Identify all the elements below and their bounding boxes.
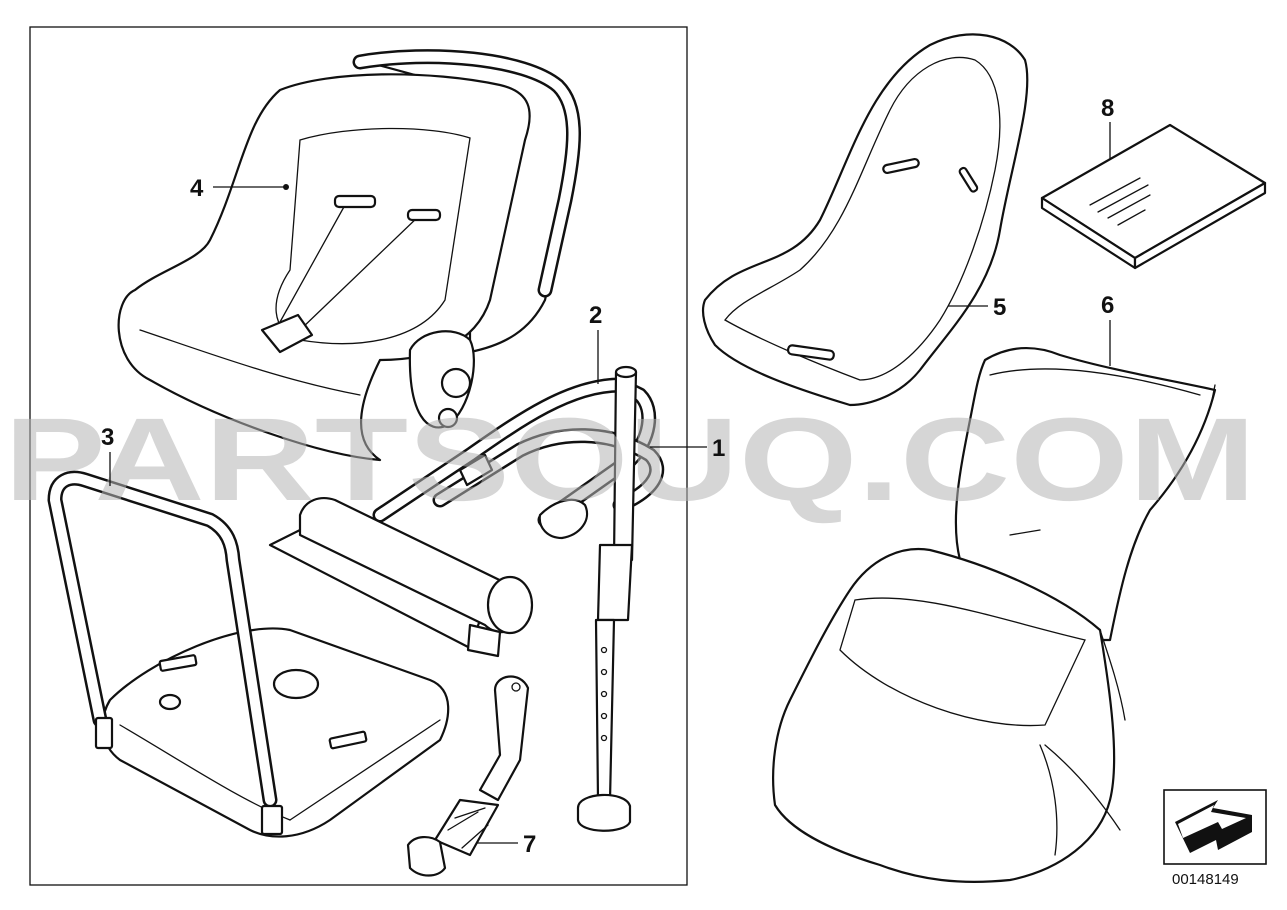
callout-label-2: 2 xyxy=(589,302,602,329)
part-1-support-leg[interactable] xyxy=(268,365,638,832)
callout-7[interactable]: 7 xyxy=(476,831,536,858)
part-8-manual[interactable] xyxy=(1040,123,1267,270)
part-3-base[interactable] xyxy=(47,470,450,838)
callout-label-4: 4 xyxy=(190,175,204,202)
callout-2[interactable]: 2 xyxy=(589,302,602,384)
callout-label-3: 3 xyxy=(101,424,114,451)
group-frame xyxy=(29,26,688,886)
callout-8[interactable]: 8 xyxy=(1101,95,1114,160)
callout-3[interactable]: 3 xyxy=(101,424,114,486)
callout-5[interactable]: 5 xyxy=(948,294,1006,321)
callout-label-1: 1 xyxy=(712,435,725,462)
document-number: 00148149 xyxy=(1172,871,1239,888)
part-6-footmuff[interactable] xyxy=(772,347,1217,883)
watermark: PARTSOUQ.COM xyxy=(4,394,1256,526)
callout-label-6: 6 xyxy=(1101,292,1114,319)
navigation-arrow-icon[interactable] xyxy=(1163,789,1267,865)
callout-4[interactable]: 4 xyxy=(190,175,289,202)
part-5-seat-cover[interactable] xyxy=(701,33,1029,407)
callout-6[interactable]: 6 xyxy=(1101,292,1114,366)
callout-1[interactable]: 1 xyxy=(650,435,725,462)
callout-label-5: 5 xyxy=(993,294,1006,321)
part-7-belt-buckle[interactable] xyxy=(406,675,530,877)
callout-label-7: 7 xyxy=(523,831,536,858)
part-4-infant-seat[interactable] xyxy=(117,49,581,462)
callout-label-8: 8 xyxy=(1101,95,1114,122)
part-2-carry-frame[interactable] xyxy=(372,377,665,540)
